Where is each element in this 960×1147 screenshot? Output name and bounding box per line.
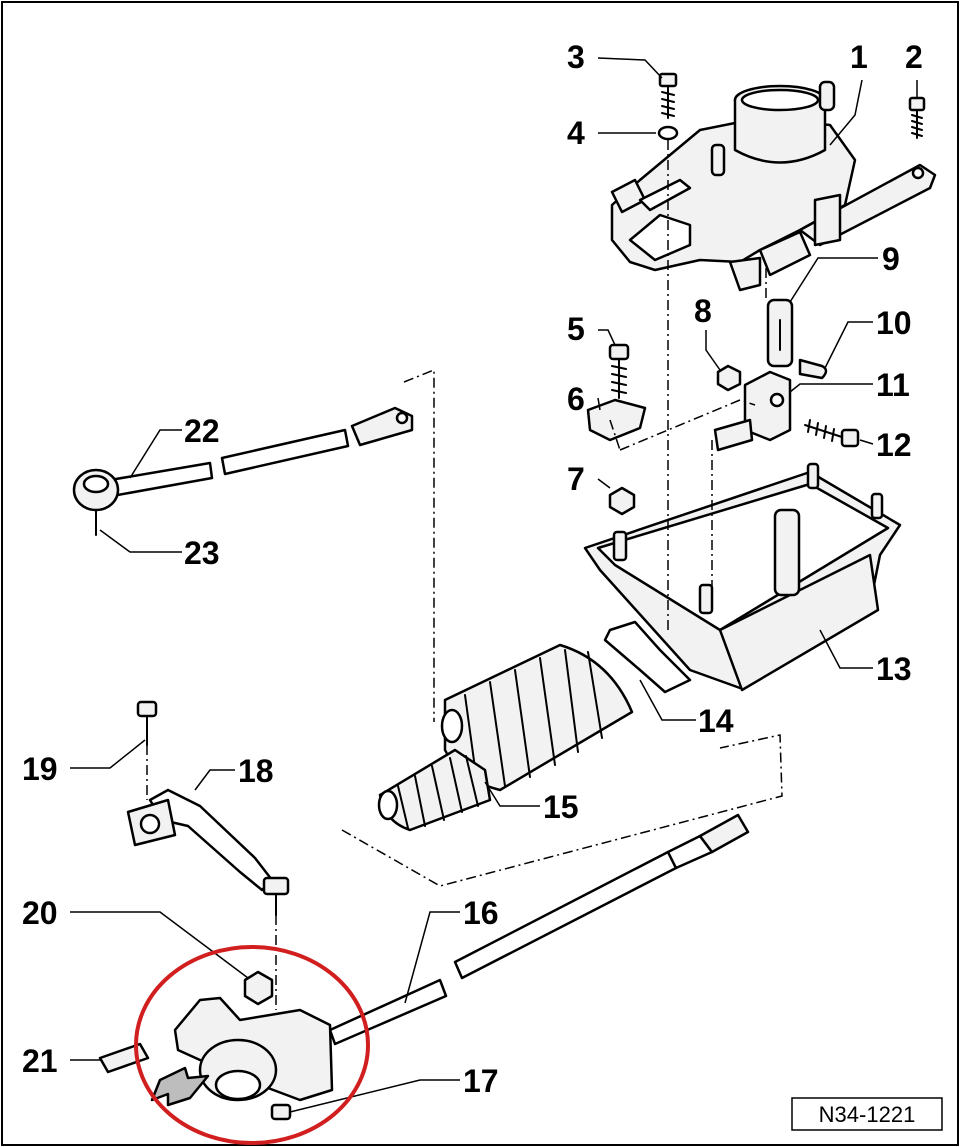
callout-14: 14 (698, 703, 734, 739)
part-15-boot (377, 643, 634, 832)
part-6-clamp-plate (586, 398, 647, 442)
lever-assembly (150, 996, 334, 1107)
part-16-cable (328, 813, 750, 1046)
callout-16: 16 (463, 895, 499, 931)
part-17-screw (270, 1103, 292, 1121)
callout-12: 12 (876, 427, 912, 463)
callout-4: 4 (567, 115, 585, 151)
callout-labels: 3 4 1 2 5 6 7 8 9 10 11 12 13 14 15 16 1… (22, 39, 923, 1099)
callout-9: 9 (882, 241, 900, 277)
part-1-shift-housing (610, 80, 937, 292)
highlight-circle (134, 945, 370, 1145)
callout-2: 2 (905, 39, 923, 75)
part-9-link (766, 298, 794, 368)
callout-3: 3 (567, 39, 585, 75)
part-13-tray (583, 462, 902, 692)
part-19-bolt (136, 700, 158, 746)
callout-7: 7 (567, 461, 585, 497)
part-7-nut (608, 486, 636, 516)
callout-22: 22 (184, 413, 220, 449)
callout-18: 18 (238, 753, 274, 789)
callout-11: 11 (876, 367, 910, 403)
callout-17: 17 (463, 1063, 499, 1099)
part-18-bracket-arm (126, 788, 290, 916)
part-4-washer (657, 125, 679, 141)
part-11-bracket (713, 370, 792, 452)
part-8-nut (716, 364, 742, 392)
part-12-bolt (804, 419, 860, 448)
part-20-nut (243, 970, 274, 1006)
callout-13: 13 (876, 651, 912, 687)
part-22-rod (108, 406, 414, 498)
part-5-bolt (608, 343, 630, 399)
part-3-bolt (658, 72, 678, 119)
callout-23: 23 (184, 535, 220, 571)
part-2-bolt (908, 96, 926, 139)
part-14-seal (603, 620, 692, 694)
callout-8: 8 (694, 293, 712, 329)
callout-20: 20 (22, 895, 58, 931)
callout-19: 19 (22, 751, 58, 787)
reference-code-box: N34-1221 (791, 1097, 943, 1131)
callout-15: 15 (543, 789, 579, 825)
callout-21: 21 (22, 1043, 58, 1079)
assembly-guide-lines (146, 140, 783, 1010)
callout-10: 10 (876, 305, 912, 341)
callout-6: 6 (567, 381, 585, 417)
part-23-ball-joint (72, 468, 120, 536)
part-10-pin (798, 358, 828, 380)
callout-leaders (70, 57, 918, 1113)
reference-code: N34-1221 (819, 1102, 916, 1127)
callout-5: 5 (567, 311, 585, 347)
callout-1: 1 (850, 39, 868, 75)
